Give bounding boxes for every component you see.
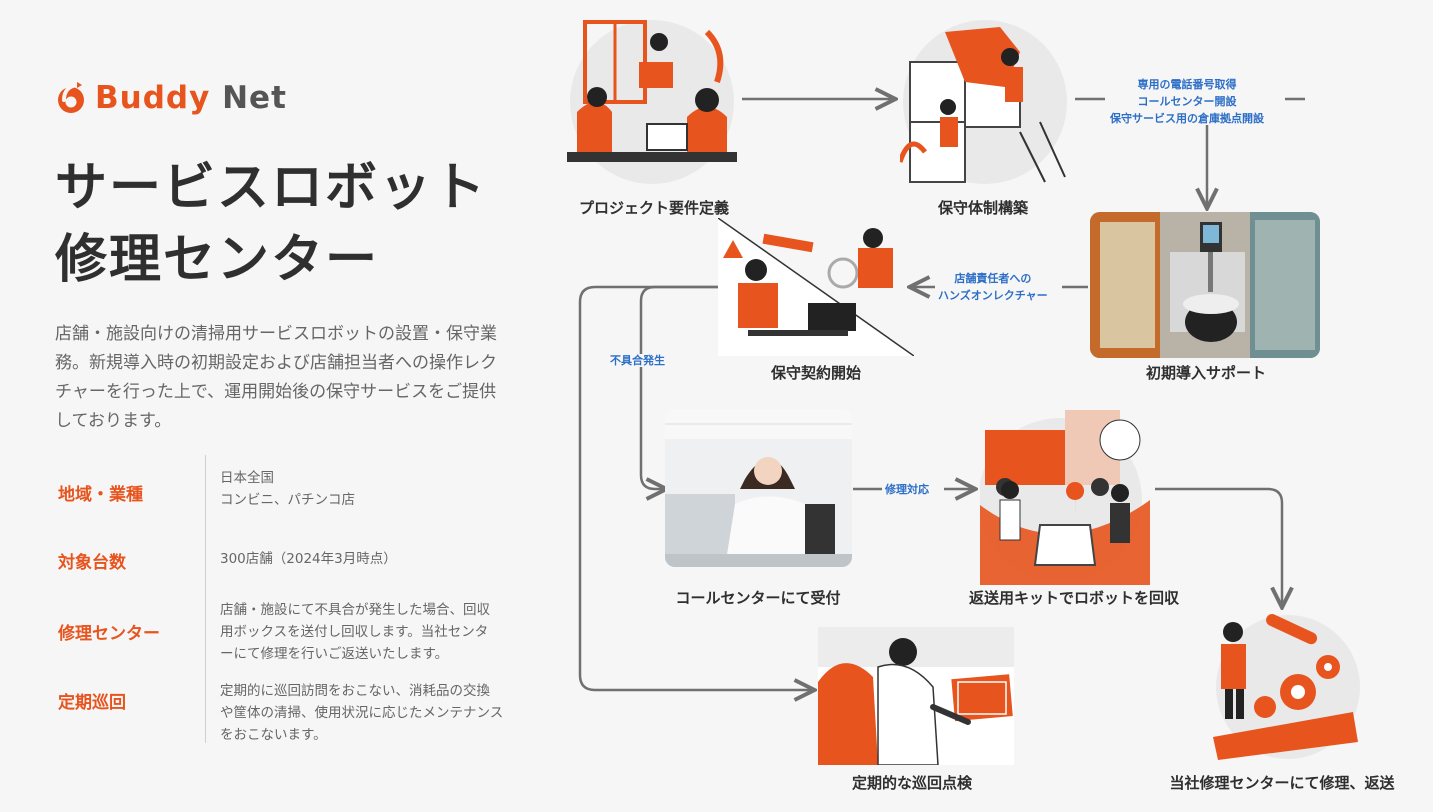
step-structure: 保守体制構築 [937,199,1029,217]
step-call-center: コールセンターにて受付 [675,589,841,607]
photo-call-center [665,409,852,567]
illustration-return-kit [980,405,1150,585]
info-value: 300店舗（2024年3月時点） [220,551,397,567]
info-label: 定期巡回 [58,693,126,713]
service-description: 店舗・施設向けの清掃用サービスロボットの設置・保守業務。新規導入時の初期設定およ… [55,324,497,431]
illustration-inspection [818,627,1014,765]
brand-logo: Buddy Net [55,80,287,116]
info-value: 店舗・施設にて不具合が発生した場合、回収 用ボックスを送付し回収します。当社セン… [220,602,490,662]
step-inspection: 定期的な巡回点検 [851,774,973,792]
step-requirements: プロジェクト要件定義 [578,199,730,217]
page-title-line1: サービスロボット [55,158,488,218]
info-value: 定期的に巡回訪問をおこない、消耗品の交換 や筐体の清掃、使用状況に応じたメンテナ… [220,683,504,743]
illustration-repair [1203,612,1363,760]
arrow-to-call-center [639,285,719,489]
buddy-net-logo-icon [58,82,84,113]
illustration-requirements [567,12,737,187]
info-label: 地域・業種 [58,485,143,505]
note-lecture: 店舗責任者への ハンズオンレクチャー [938,272,1048,302]
step-contract-start: 保守契約開始 [770,364,862,382]
photo-initial-support [1090,212,1320,358]
step-return-kit: 返送用キットでロボットを回収 [968,589,1180,607]
step-repair: 当社修理センターにて修理、返送 [1169,774,1395,792]
page-title: サービスロボット 修理センター [55,152,525,296]
info-label: 対象台数 [58,553,126,573]
page-title-line2: 修理センター [55,230,380,290]
step-initial-support: 初期導入サポート [1145,364,1267,382]
illustration-contract-start [718,218,914,356]
note-structure-detail: 専用の電話番号取得 コールセンター開設 保守サービス用の倉庫拠点開設 [1110,78,1264,125]
brand-name: Buddy Net [95,80,287,116]
info-value: 日本全国 コンビニ、パチンコ店 [220,470,355,508]
note-failure: 不具合発生 [606,352,669,369]
arrow-to-repair [1155,487,1282,605]
note-repair-response: 修理対応 [885,483,929,496]
info-divider [205,455,206,743]
illustration-structure [900,12,1070,187]
info-label: 修理センター [58,624,160,644]
arrow-to-inspection [578,285,812,690]
